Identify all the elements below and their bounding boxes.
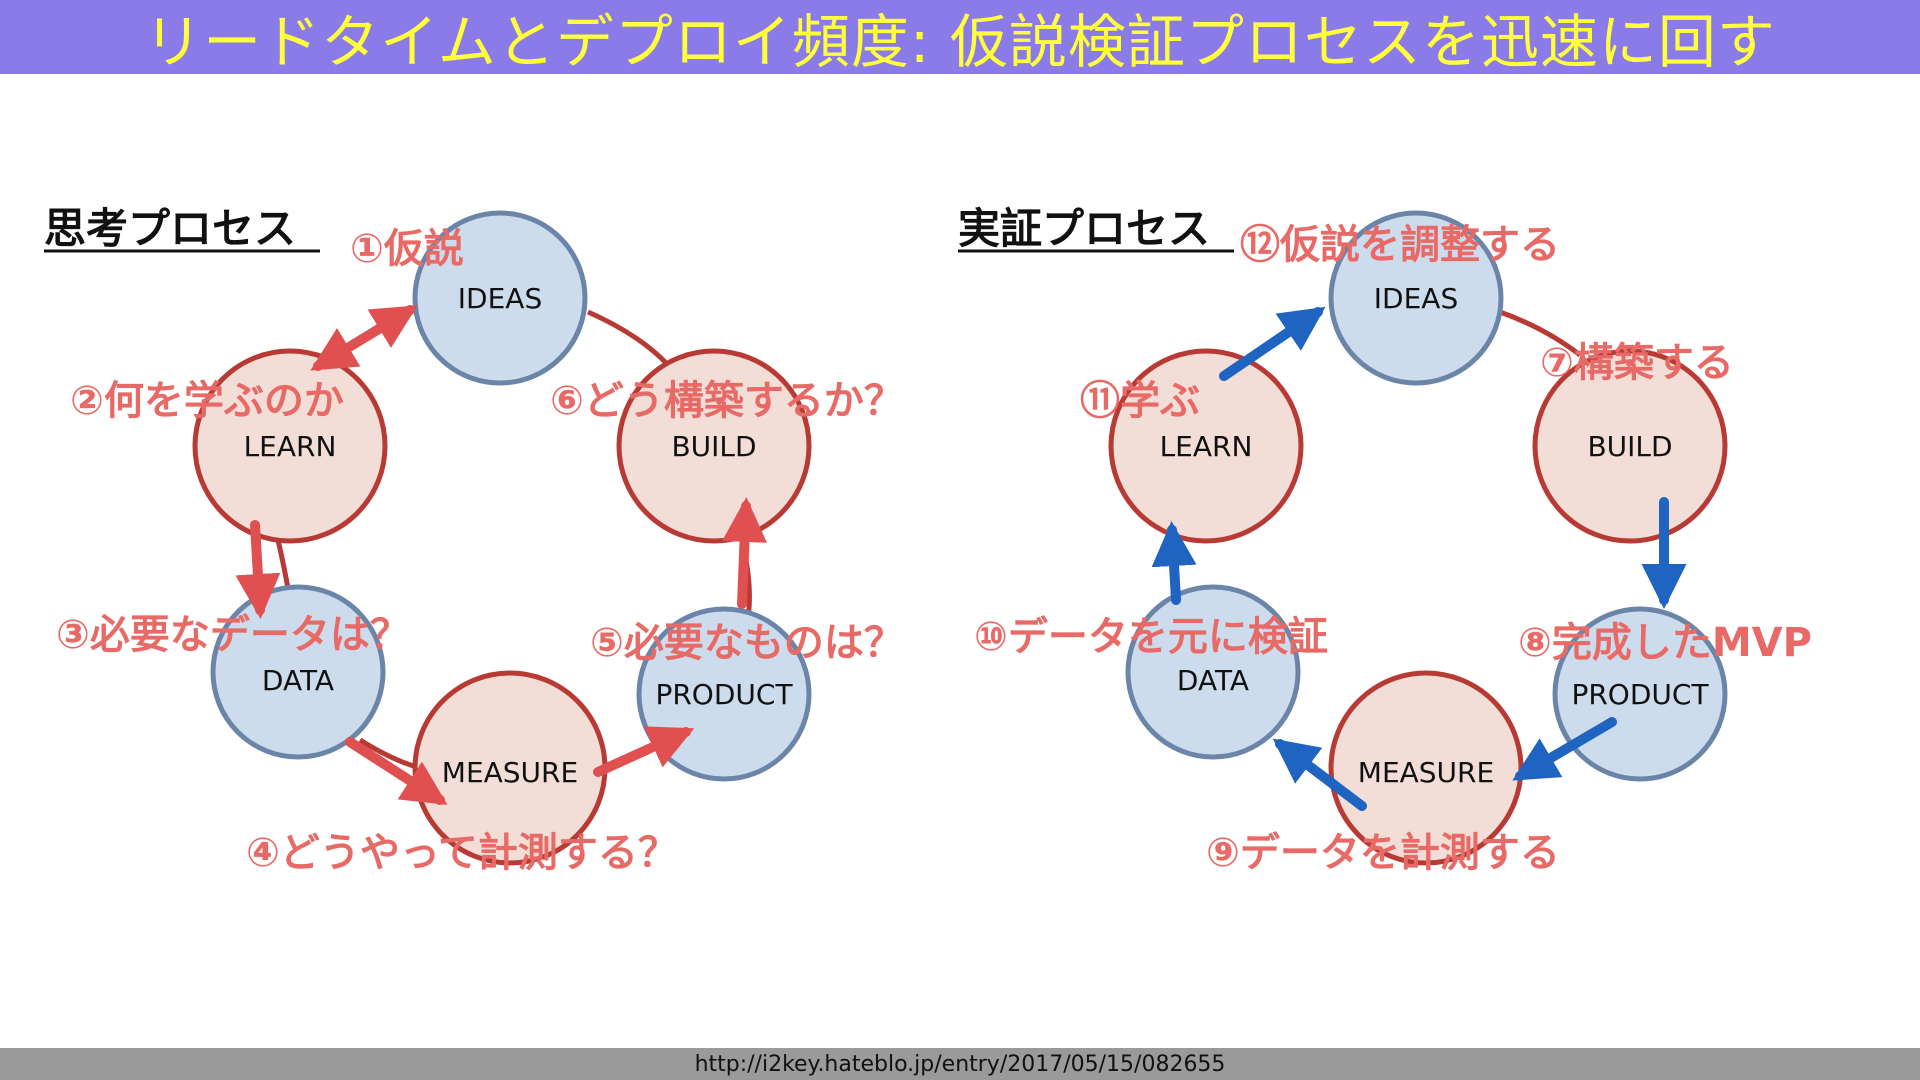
left-arrow-ideas-learn bbox=[310, 305, 418, 371]
right-node-build: BUILD bbox=[1532, 348, 1728, 544]
left-node-learn-label: LEARN bbox=[244, 430, 337, 463]
left-step-6: ⑥どう構築するか？ bbox=[550, 378, 904, 424]
left-node-measure-label: MEASURE bbox=[442, 756, 578, 789]
left-step-4: ④どうやって計測する？ bbox=[246, 830, 678, 876]
left-arrow-data-measure bbox=[345, 737, 448, 805]
left-node-ideas: IDEAS bbox=[412, 210, 588, 386]
left-node-ideas-label: IDEAS bbox=[458, 282, 542, 315]
right-arrow-measure-data bbox=[1272, 738, 1367, 811]
right-step-8: ⑧完成したMVP bbox=[1518, 620, 1812, 666]
right-step-11: ⑪学ぶ bbox=[1080, 378, 1200, 424]
left-node-learn: LEARN bbox=[192, 348, 388, 544]
left-arrow-measure-product bbox=[593, 726, 695, 777]
left-node-product-label: PRODUCT bbox=[655, 678, 793, 711]
left-arrow-product-build bbox=[722, 497, 768, 609]
right-section-title: 実証プロセス bbox=[958, 204, 1210, 253]
right-diagram: IDEAS LEARN BUILD DATA PRODUCT MEASURE bbox=[958, 204, 1812, 876]
right-step-9: ⑨データを計測する bbox=[1206, 830, 1560, 876]
right-arrow-product-measure bbox=[1512, 717, 1617, 781]
right-arrows bbox=[1151, 306, 1687, 811]
left-step-1: ①仮説 bbox=[350, 226, 464, 272]
right-step-12: ⑫仮説を調整する bbox=[1240, 222, 1560, 268]
right-step-10: ⑩データを元に検証 bbox=[974, 614, 1328, 660]
left-connector-ideas-build bbox=[586, 309, 670, 367]
left-node-build-label: BUILD bbox=[671, 430, 756, 463]
right-step-7: ⑦構築する bbox=[1540, 340, 1734, 386]
left-diagram: IDEAS LEARN BUILD DATA PRODUCT MEASURE bbox=[44, 204, 904, 876]
right-node-data-label: DATA bbox=[1177, 664, 1249, 697]
right-node-build-label: BUILD bbox=[1587, 430, 1672, 463]
right-node-measure-label: MEASURE bbox=[1358, 756, 1494, 789]
right-node-measure: MEASURE bbox=[1328, 670, 1524, 866]
left-node-data: DATA bbox=[210, 584, 386, 760]
slide-title: リードタイムとデプロイ頻度: 仮説検証プロセスを迅速に回す bbox=[144, 8, 1776, 76]
source-url[interactable]: http://i2key.hateblo.jp/entry/2017/05/15… bbox=[694, 1051, 1226, 1077]
left-node-data-label: DATA bbox=[262, 664, 334, 697]
right-node-learn-label: LEARN bbox=[1160, 430, 1253, 463]
right-node-product: PRODUCT bbox=[1552, 606, 1728, 782]
right-ring-connectors bbox=[1499, 309, 1582, 357]
left-arrows bbox=[235, 305, 768, 805]
left-node-measure: MEASURE bbox=[412, 670, 608, 866]
right-connector-ideas-build bbox=[1499, 309, 1582, 357]
right-node-product-label: PRODUCT bbox=[1571, 678, 1709, 711]
left-arrow-learn-data bbox=[235, 520, 281, 619]
left-node-build: BUILD bbox=[616, 348, 812, 544]
footer-bar: http://i2key.hateblo.jp/entry/2017/05/15… bbox=[0, 1048, 1920, 1080]
title-bar: リードタイムとデプロイ頻度: 仮説検証プロセスを迅速に回す bbox=[0, 0, 1920, 76]
left-section-title: 思考プロセス bbox=[44, 204, 296, 253]
left-step-5: ⑤必要なものは？ bbox=[590, 620, 904, 666]
left-step-3: ③必要なデータは？ bbox=[56, 612, 410, 658]
right-arrow-data-learn bbox=[1151, 521, 1197, 605]
right-node-learn: LEARN bbox=[1108, 348, 1304, 544]
right-node-ideas-label: IDEAS bbox=[1374, 282, 1458, 315]
right-node-data: DATA bbox=[1125, 584, 1301, 760]
right-node-ideas: IDEAS bbox=[1328, 210, 1504, 386]
left-step-2: ②何を学ぶのか bbox=[70, 378, 344, 424]
right-arrow-learn-ideas bbox=[1219, 306, 1326, 381]
